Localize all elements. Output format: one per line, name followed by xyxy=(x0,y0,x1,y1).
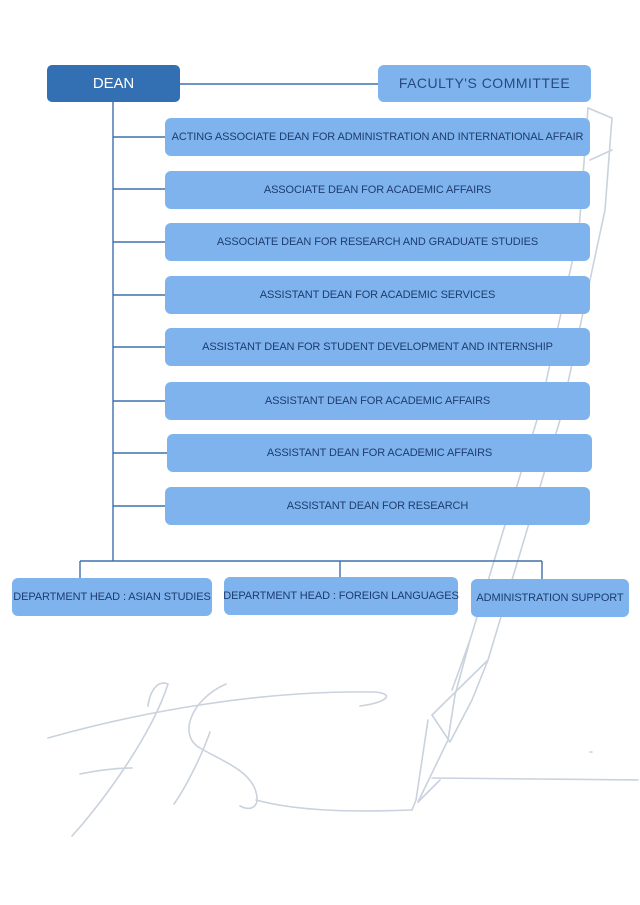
role-label: ASSISTANT DEAN FOR STUDENT DEVELOPMENT A… xyxy=(202,340,553,353)
role-label: ASSISTANT DEAN FOR RESEARCH xyxy=(286,499,469,512)
faculty-committee-box: FACULTY'S COMMITTEE xyxy=(378,65,591,102)
committee-label: FACULTY'S COMMITTEE xyxy=(398,75,571,92)
dept-label: DEPARTMENT HEAD : FOREIGN LANGUAGES xyxy=(223,589,459,602)
role-box-assistant-dean-academic-services: ASSISTANT DEAN FOR ACADEMIC SERVICES xyxy=(165,276,590,314)
role-label: ACTING ASSOCIATE DEAN FOR ADMINISTRATION… xyxy=(171,130,584,143)
dean-label: DEAN xyxy=(92,74,135,92)
dept-box-foreign-languages: DEPARTMENT HEAD : FOREIGN LANGUAGES xyxy=(223,577,459,615)
role-label: ASSOCIATE DEAN FOR ACADEMIC AFFAIRS xyxy=(263,183,492,196)
role-box-assistant-dean-student-development: ASSISTANT DEAN FOR STUDENT DEVELOPMENT A… xyxy=(165,328,590,366)
role-label: ASSISTANT DEAN FOR ACADEMIC AFFAIRS xyxy=(266,446,493,459)
dept-box-asian-studies: DEPARTMENT HEAD : ASIAN STUDIES xyxy=(12,578,212,616)
role-box-associate-dean-academic-affairs: ASSOCIATE DEAN FOR ACADEMIC AFFAIRS xyxy=(165,171,590,209)
role-label: ASSOCIATE DEAN FOR RESEARCH AND GRADUATE… xyxy=(216,235,539,248)
role-box-assistant-dean-academic-affairs-1: ASSISTANT DEAN FOR ACADEMIC AFFAIRS xyxy=(165,382,590,420)
dean-box: DEAN xyxy=(47,65,180,102)
role-box-acting-associate-dean-administration: ACTING ASSOCIATE DEAN FOR ADMINISTRATION… xyxy=(165,118,590,156)
dept-box-administration-support: ADMINISTRATION SUPPORT xyxy=(471,579,629,617)
role-box-associate-dean-research-graduate: ASSOCIATE DEAN FOR RESEARCH AND GRADUATE… xyxy=(165,223,590,261)
role-label: ASSISTANT DEAN FOR ACADEMIC SERVICES xyxy=(259,288,496,301)
role-box-assistant-dean-academic-affairs-2: ASSISTANT DEAN FOR ACADEMIC AFFAIRS xyxy=(167,434,592,472)
dept-label: DEPARTMENT HEAD : ASIAN STUDIES xyxy=(13,590,211,603)
signature-drawing xyxy=(47,682,413,837)
dept-label: ADMINISTRATION SUPPORT xyxy=(476,591,624,604)
role-box-assistant-dean-research: ASSISTANT DEAN FOR RESEARCH xyxy=(165,487,590,525)
role-label: ASSISTANT DEAN FOR ACADEMIC AFFAIRS xyxy=(264,394,491,407)
